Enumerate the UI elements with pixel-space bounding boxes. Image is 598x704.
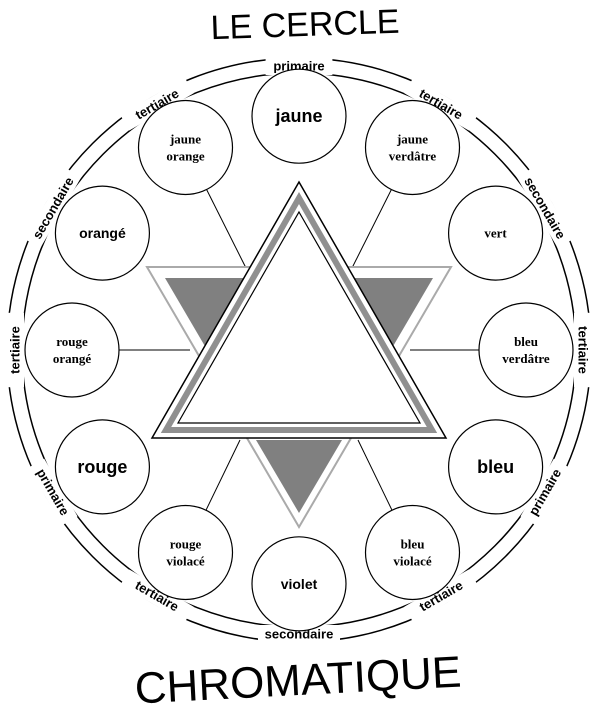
ring-label-bg [404,569,478,623]
color-circle-bleu-verdatre: bleu verdâtre [478,302,574,398]
ring-label-bg [120,569,194,623]
color-label-rouge-violace-line-0: rouge [170,536,202,551]
color-circle-rouge-violace: rouge violacé [137,504,234,601]
color-circle-rouge-orange: rouge orangé [24,302,120,398]
color-label-jaune-line-0: jaune [274,106,322,126]
title-bottom: CHROMATIQUE [134,647,463,704]
ring-label-bg [265,57,333,75]
circle-shape [54,185,151,281]
color-circle-jaune: jaune [251,68,347,164]
ring-label-bg [28,458,78,526]
color-label-rouge-orange-line-0: rouge [56,334,88,349]
circle-shape [54,419,151,515]
down-triangle-left-corner [165,278,247,348]
triangle-group [145,180,453,529]
color-circle-violet: violet [251,536,347,632]
color-label-bleu-violace-line-1: violacé [393,553,431,568]
circle-shape [364,504,461,601]
color-label-orange-line-0: orangé [79,225,126,241]
connector-jaune-verdatre [351,189,392,269]
ring-label-bg [6,312,24,388]
color-label-rouge-orange-line-1: orangé [53,351,92,366]
connector-jaune-orange [206,189,247,269]
down-triangle-right-corner [351,278,433,348]
color-circle-orange: orangé [54,185,151,281]
color-circles: jaunejauneverdâtrevertbleuverdâtrebleubl… [24,68,574,632]
color-circle-vert: vert [447,185,544,281]
color-circle-rouge: rouge [54,419,151,515]
ring-label-tertiaire-right: tertiaire [576,326,591,374]
color-label-bleu-violace-line-0: bleu [401,536,425,551]
up-triangle-inner [176,210,422,424]
color-label-rouge-line-0: rouge [77,457,127,477]
color-label-violet-line-0: violet [281,576,318,592]
ring-label-bg [404,77,478,131]
color-circle-jaune-orange: jaune orange [137,99,234,196]
color-circle-bleu: bleu [447,419,544,515]
color-label-bleu-verdatre-line-0: bleu [514,334,538,349]
color-circle-bleu-violace: bleu violacé [364,504,461,601]
ring-label-bg [24,167,82,249]
ring-label-tertiaire-left: tertiaire [8,326,23,374]
circle-shape [447,419,544,515]
ring-label-primaire-top: primaire [273,59,324,74]
connector-lines [119,189,479,511]
ring-label-secondaire-bottom: secondaire [265,627,334,642]
ring-label-bg [516,167,574,249]
color-circle-jaune-verdatre: jaune verdâtre [364,99,461,196]
connector-bleu-violace [357,439,393,511]
ring-label-bg [258,625,340,643]
circle-shape [251,68,347,164]
circle-shape [478,302,574,398]
circle-shape [364,99,461,196]
color-label-bleu-verdatre-line-1: verdâtre [502,351,550,366]
color-label-jaune-verdatre-line-1: verdâtre [389,149,437,164]
up-triangle-band [160,191,438,433]
ring-label-bg [574,312,592,388]
circle-shape [447,185,544,281]
ring-label-bg [120,77,194,131]
down-triangle-bottom-corner [256,440,342,513]
circle-shape [137,99,234,196]
circle-shape [251,536,347,632]
title-top: LE CERCLE [210,3,400,48]
connector-rouge-violace [205,439,241,511]
color-label-bleu-line-0: bleu [477,457,514,477]
color-label-vert-line-0: vert [484,226,507,241]
color-label-jaune-orange-line-0: jaune [169,132,201,147]
color-label-rouge-violace-line-1: violacé [166,553,204,568]
color-label-jaune-verdatre-line-0: jaune [396,132,428,147]
color-label-jaune-orange-line-1: orange [166,149,205,164]
circle-shape [137,504,234,601]
circle-shape [24,302,120,398]
ring-label-bg [520,458,570,526]
